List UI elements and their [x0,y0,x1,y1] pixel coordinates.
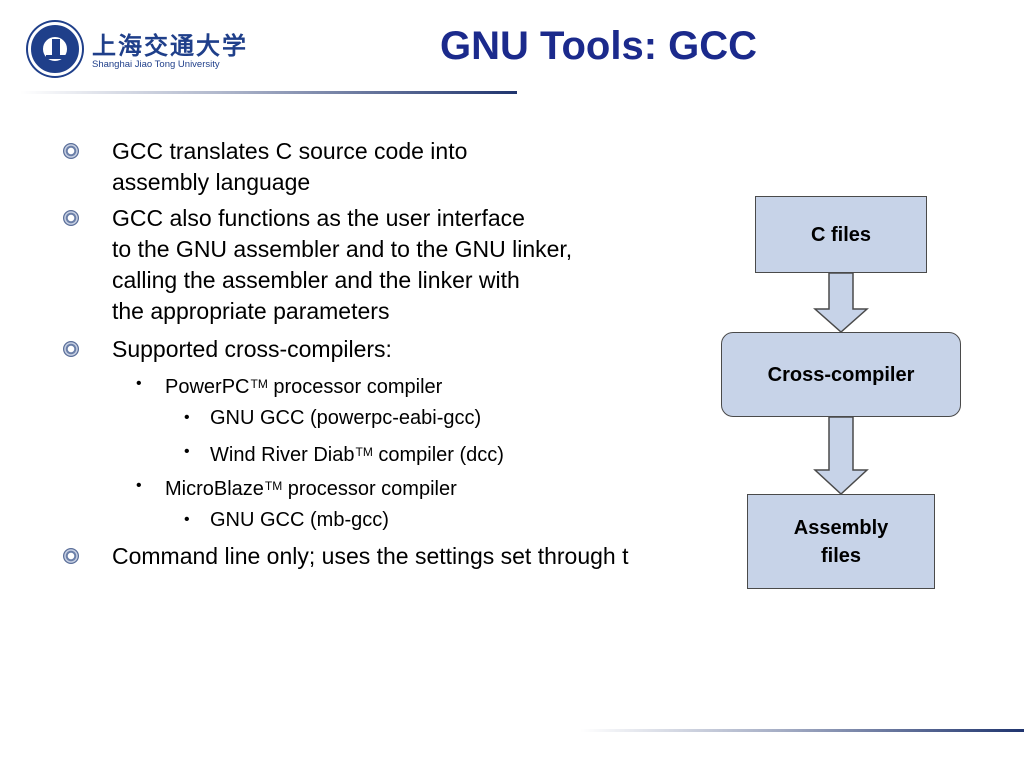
university-logo: 上海交通大学 Shanghai Jiao Tong University [28,22,246,78]
university-seal-icon [28,22,82,76]
footer-divider [580,729,1024,732]
assembly-files-box: Assembly files [747,494,935,589]
logo-english-name: Shanghai Jiao Tong University [92,59,220,70]
bullet-supported-cross-compilers: Supported cross-compilers: [112,336,392,362]
assembly-files-label-line-1: Assembly [793,516,889,539]
bullet-gcc-translates-line-1: GCC translates C source code into [112,138,468,164]
subbullet-powerpc: •PowerPCTM processor compiler [136,375,443,398]
bullet-gcc-interface-line-1: GCC also functions as the user interface [112,205,525,231]
bullet-command-line: Command line only; uses the settings set… [112,543,629,569]
subsubbullet-gnu-gcc-powerpc: •GNU GCC (powerpc-eabi-gcc) [184,407,482,429]
subbullet-microblaze: •MicroBlazeTM processor compiler [136,477,457,500]
bullet-gear-icon [63,548,79,564]
bullet-gcc-translates-line-2: assembly language [112,169,311,195]
down-arrow-icon [813,416,869,496]
bullet-gear-icon [63,210,79,226]
slide-title: GNU Tools: GCC [440,24,758,68]
header-divider [20,91,517,94]
assembly-files-label-line-2: files [820,544,862,567]
bullet-gcc-interface-line-4: the appropriate parameters [112,298,390,324]
bullet-gcc-interface-line-3: calling the assembler and the linker wit… [112,267,520,293]
bullet-gcc-interface-line-2: to the GNU assembler and to the GNU link… [112,236,573,262]
bullet-gear-icon [63,143,79,159]
c-files-box: C files [755,196,927,273]
subsubbullet-gnu-gcc-mb: •GNU GCC (mb-gcc) [184,509,389,531]
down-arrow-icon [813,272,869,334]
cross-compiler-box: Cross-compiler [721,332,961,417]
logo-chinese-name: 上海交通大学 [92,31,248,60]
subsubbullet-wind-river-diab: •Wind River DiabTM compiler (dcc) [184,443,504,466]
bullet-gear-icon [63,341,79,357]
